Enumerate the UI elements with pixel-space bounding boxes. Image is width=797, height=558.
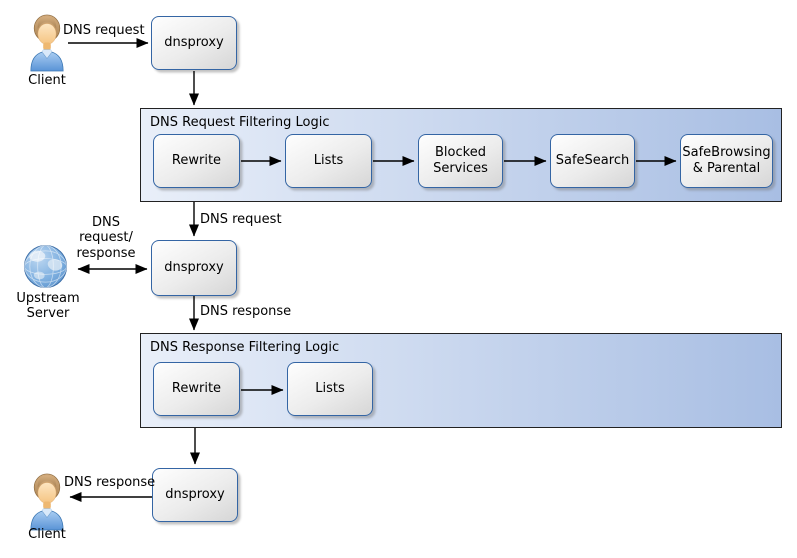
response-filtering-title: DNS Response Filtering Logic: [150, 340, 340, 355]
edge-label-upstream-exchange: DNS request/ response: [76, 215, 136, 261]
dnsproxy-node-bottom: dnsproxy: [152, 468, 238, 522]
step-rewrite-request: Rewrite: [153, 134, 240, 188]
step-lists-request: Lists: [285, 134, 372, 188]
upstream-server-label: Upstream Server: [16, 291, 80, 322]
client-top-label: Client: [28, 73, 66, 88]
edge-label-client-response: DNS response: [64, 475, 156, 490]
edge-label-client-request: DNS request: [63, 23, 145, 38]
upstream-server-globe-icon: [23, 244, 68, 289]
step-blocked-services: Blocked Services: [418, 134, 503, 188]
dnsproxy-node-middle: dnsproxy: [151, 240, 237, 296]
edge-label-filtered-request: DNS request: [200, 212, 282, 227]
step-rewrite-response: Rewrite: [153, 362, 240, 416]
edge-label-proxy-response: DNS response: [200, 304, 292, 319]
dnsproxy-node-top: dnsproxy: [151, 16, 237, 70]
request-filtering-title: DNS Request Filtering Logic: [150, 115, 330, 130]
step-safebrowsing-parental: SafeBrowsing & Parental: [680, 134, 773, 188]
response-filtering-container: DNS Response Filtering Logic: [140, 333, 782, 428]
step-safesearch: SafeSearch: [550, 134, 635, 188]
client-icon: [30, 14, 64, 72]
client-icon: [30, 473, 64, 531]
client-bottom-label: Client: [28, 527, 66, 542]
step-lists-response: Lists: [287, 362, 373, 416]
